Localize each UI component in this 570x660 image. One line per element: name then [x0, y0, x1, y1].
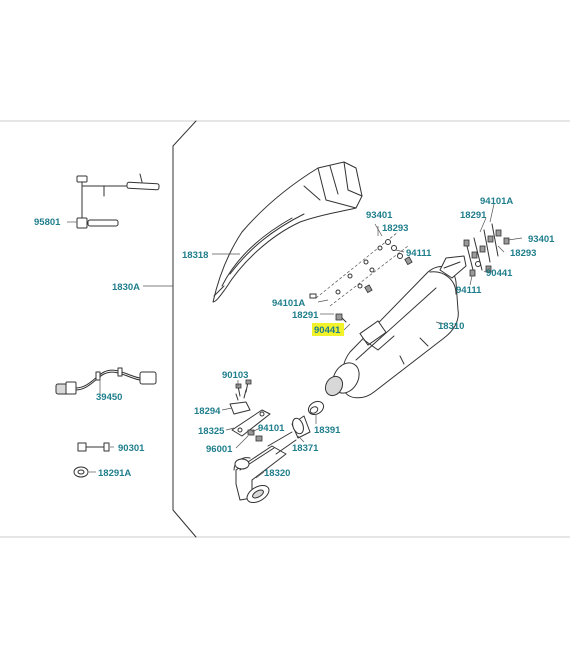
label-18291A[interactable]: 18291A [98, 468, 131, 479]
label-94111-right[interactable]: 94111 [456, 285, 482, 296]
part-18325-bracket[interactable] [231, 409, 271, 437]
part-39450-o2-sensor[interactable] [55, 367, 157, 395]
part-93401-bolts-left[interactable] [309, 231, 413, 323]
part-94101A-bolts-right[interactable] [463, 223, 510, 277]
part-94101-nuts[interactable] [247, 429, 263, 442]
label-18325[interactable]: 18325 [198, 426, 225, 437]
part-18371-joint[interactable] [291, 415, 311, 439]
label-18294[interactable]: 18294 [194, 406, 221, 417]
label-18318[interactable]: 18318 [182, 250, 208, 261]
part-95801-stud-bracket[interactable] [76, 173, 160, 229]
label-94111-left[interactable]: 94111 [406, 248, 432, 259]
part-18391-gasket[interactable] [306, 399, 326, 417]
part-90301-bolt[interactable] [77, 442, 110, 452]
label-94101A-left[interactable]: 94101A [272, 298, 305, 309]
label-18293-right[interactable]: 18293 [510, 248, 536, 259]
label-96001[interactable]: 96001 [206, 444, 233, 455]
part-18318-heat-shield[interactable] [212, 161, 363, 303]
part-18320-exhaust-pipe[interactable] [233, 431, 297, 506]
part-90103-bolts[interactable] [235, 379, 252, 397]
label-18291-right[interactable]: 18291 [460, 210, 487, 221]
part-18310-muffler[interactable] [322, 255, 467, 399]
label-18293-left[interactable]: 18293 [382, 223, 408, 234]
label-94101[interactable]: 94101 [258, 423, 285, 434]
label-93401-left[interactable]: 93401 [366, 210, 393, 221]
label-18291-left[interactable]: 18291 [292, 310, 319, 321]
label-18310[interactable]: 18310 [438, 321, 464, 332]
label-18391[interactable]: 18391 [314, 425, 341, 436]
label-18371[interactable]: 18371 [292, 443, 319, 454]
label-90103[interactable]: 90103 [222, 370, 248, 381]
label-90301[interactable]: 90301 [118, 443, 145, 454]
label-39450[interactable]: 39450 [96, 392, 122, 403]
label-90441-left[interactable]: 90441 [314, 325, 341, 336]
label-95801[interactable]: 95801 [34, 217, 61, 228]
label-94101A-right[interactable]: 94101A [480, 196, 513, 207]
part-18291A-washer[interactable] [73, 466, 89, 478]
highlight-90441 [312, 323, 344, 336]
label-90441-right[interactable]: 90441 [486, 268, 513, 279]
label-1830A[interactable]: 1830A [112, 282, 140, 293]
group-bracket [172, 120, 197, 538]
label-18320[interactable]: 18320 [264, 468, 290, 479]
label-93401-right[interactable]: 93401 [528, 234, 555, 245]
